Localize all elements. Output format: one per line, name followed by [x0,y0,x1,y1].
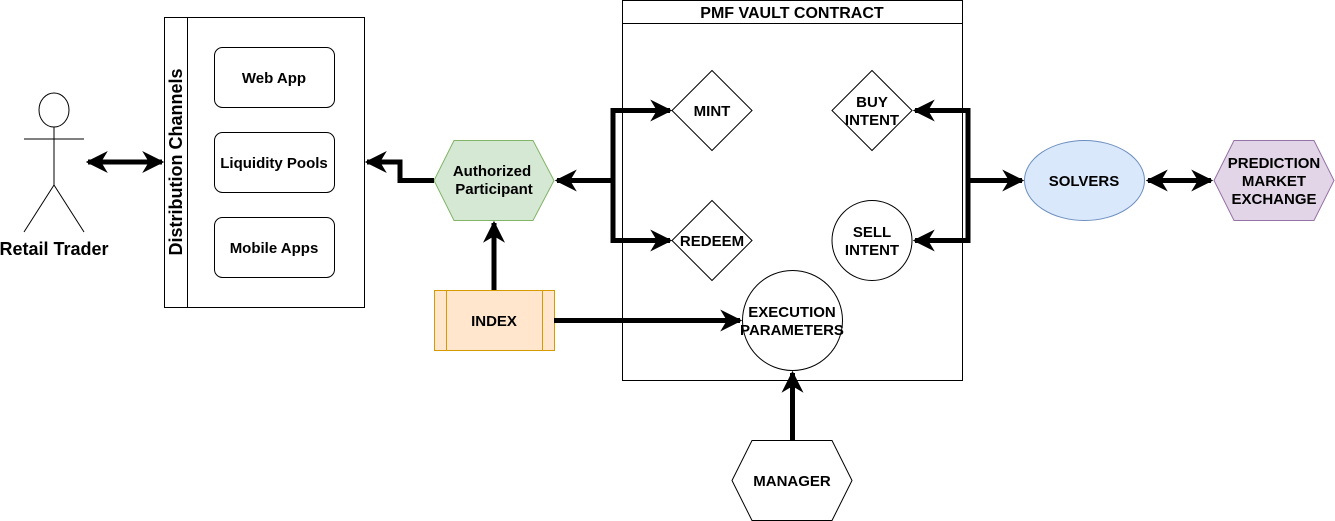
channel-liquidity-pools-box [214,132,335,193]
solvers-label: SOLVERS [1049,173,1120,190]
index-box [434,290,555,351]
distribution-channels-title: Distribution Channels [166,68,186,255]
channel-mobile-apps-box [214,217,335,278]
retail-trader-actor [23,92,85,233]
to-sell-intent-arrow [912,180,971,252]
pmf-vault-title: PMF VAULT CONTRACT [700,5,884,22]
mint-diamond [671,69,753,152]
solvers-ellipse [1024,140,1145,221]
manager-label: MANAGER [753,473,831,490]
exchange-label-2: MARKET [1242,173,1306,190]
channel-web-app-label: Web App [242,70,306,87]
ap-to-distribution-arrow [364,150,434,183]
redeem-diamond [671,199,753,282]
buy-intent-label-2: INTENT [845,112,899,129]
sell-intent-circle [831,200,913,281]
retail-trader-label: Retail Trader [0,239,109,259]
index-label: INDEX [471,313,517,330]
buy-intent-diamond [831,69,913,152]
ap-to-mint-arrow [610,99,673,181]
execution-parameters-label-2: PARAMETERS [740,322,844,339]
prediction-market-exchange-hexagon [1213,140,1335,221]
sell-intent-label-2: INTENT [845,242,899,259]
authorized-participant-label-2: Participant [455,181,533,198]
channel-liquidity-pools-label: Liquidity Pools [220,155,328,172]
exchange-label: PREDICTION [1228,155,1321,172]
to-buy-intent-arrow [912,99,971,181]
execution-parameters-label: EXECUTION [748,304,836,321]
authorized-participant-label: Authorized [453,163,531,180]
channel-mobile-apps-label: Mobile Apps [230,240,319,257]
exchange-label-3: EXCHANGE [1231,191,1316,208]
mint-label: MINT [694,103,731,120]
buy-intent-label: BUY [856,94,888,111]
redeem-label: REDEEM [680,233,744,250]
channel-web-app-box [214,47,335,108]
ap-to-redeem-arrow [610,180,673,252]
execution-parameters-circle [742,270,843,371]
sell-intent-label: SELL [853,224,891,241]
